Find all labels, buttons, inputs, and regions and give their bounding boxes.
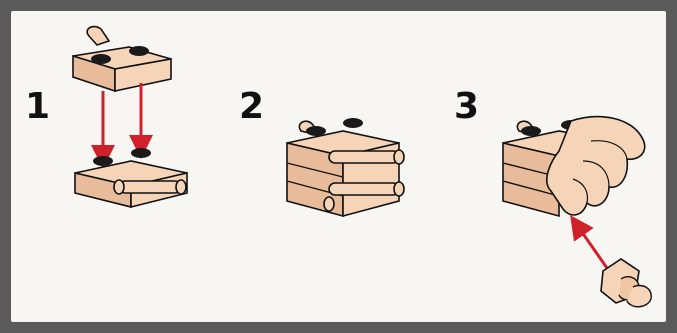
clip-part-icon <box>601 259 651 307</box>
plate-with-handles-icon <box>75 148 187 207</box>
step-1-illustration <box>73 27 187 207</box>
step-2-illustration <box>287 118 404 216</box>
step-3-illustration <box>503 117 651 307</box>
instruction-panel: 1 2 3 <box>11 11 666 322</box>
instruction-art <box>11 11 666 322</box>
plate-with-clip-icon <box>73 27 171 91</box>
